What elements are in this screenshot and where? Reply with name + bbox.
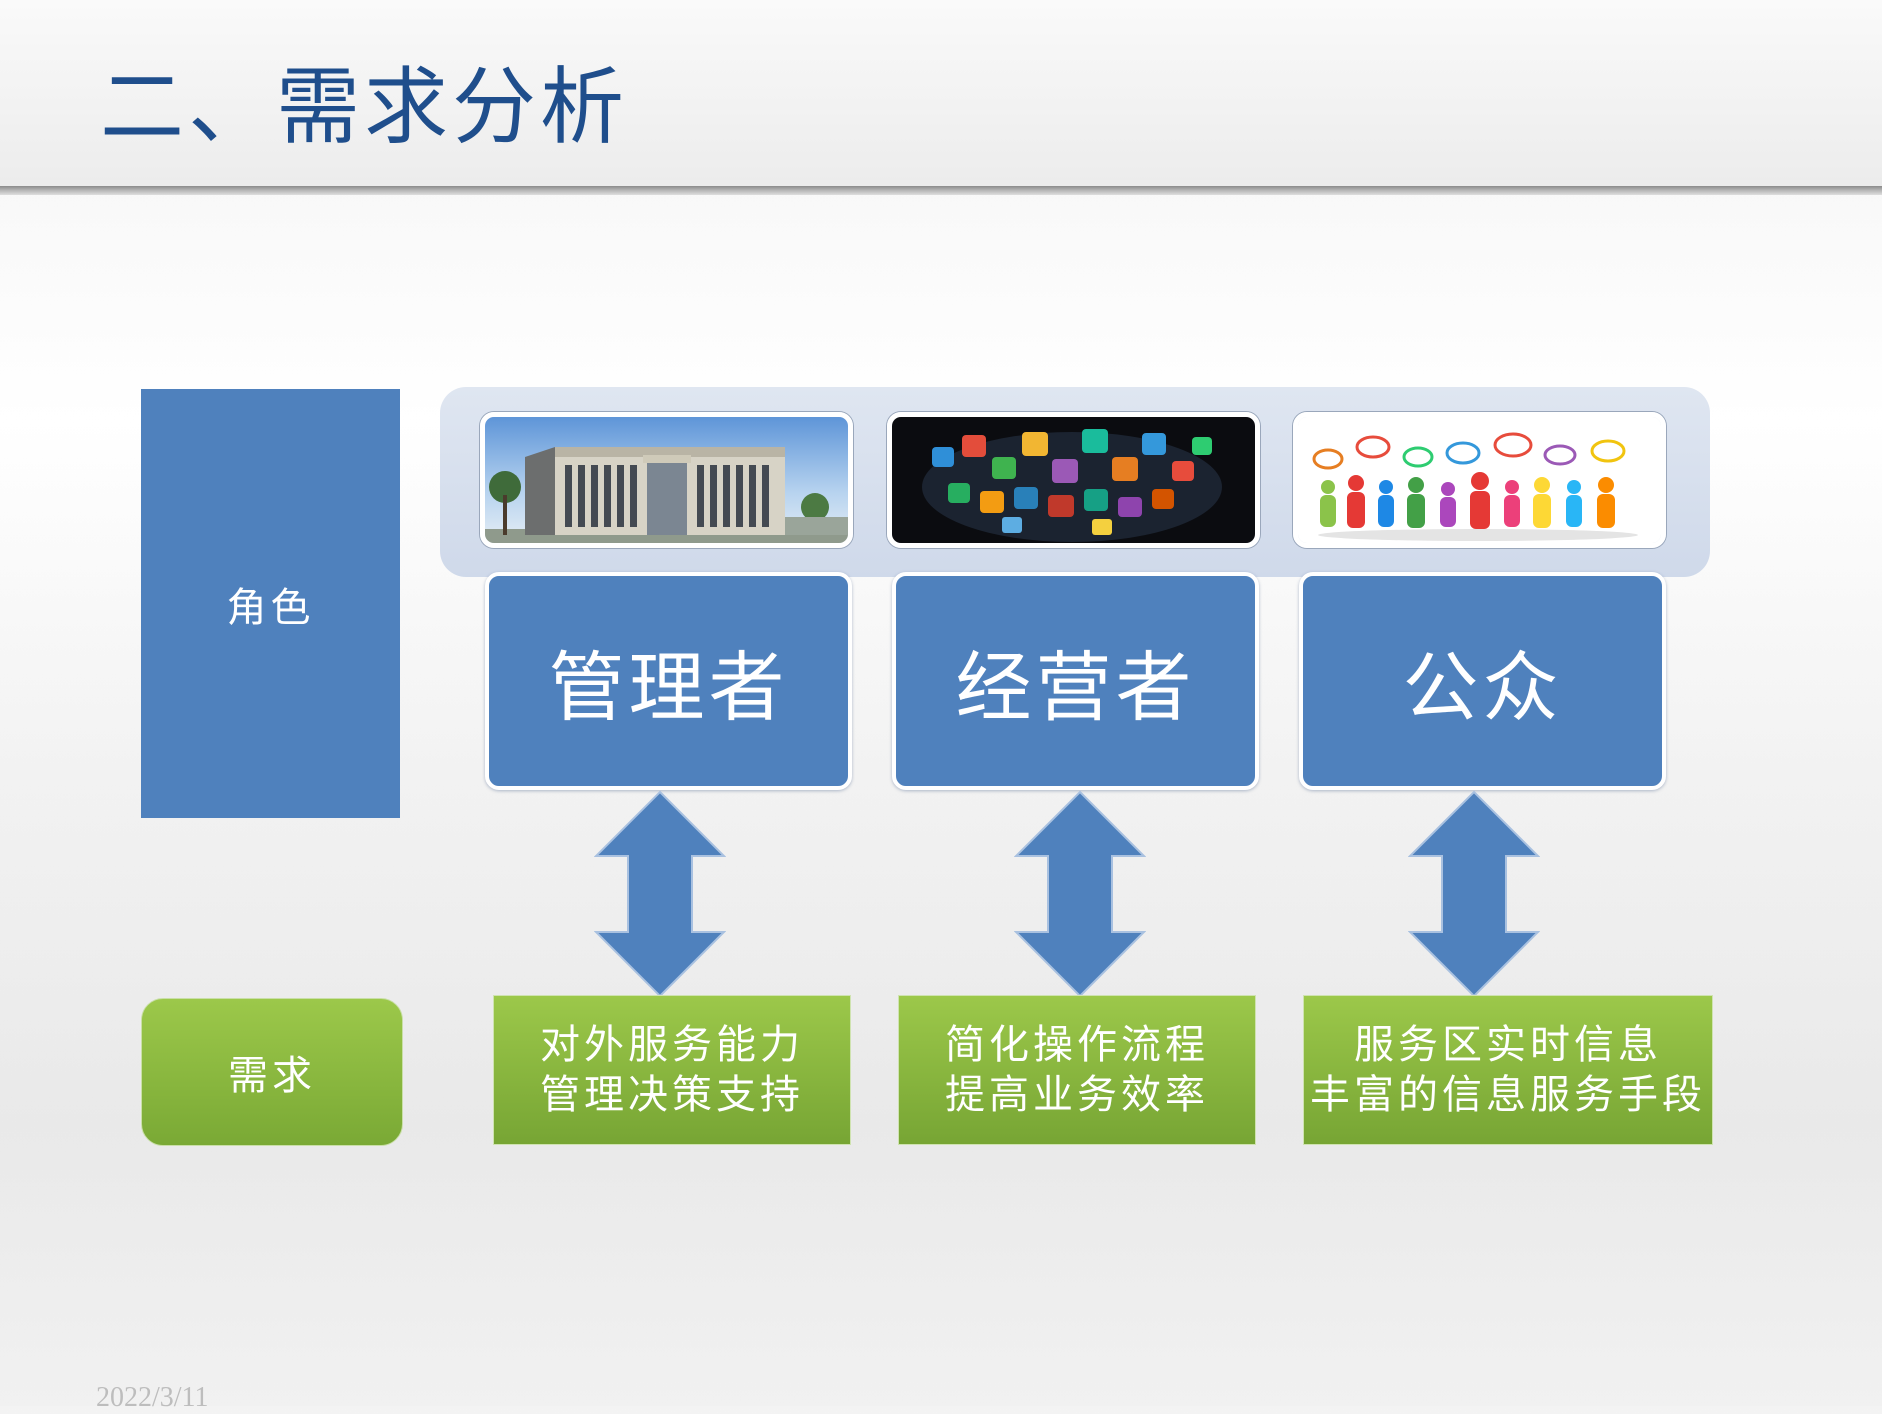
need-line: 管理决策支持: [540, 1072, 804, 1118]
government-building-image: [480, 412, 853, 548]
people-speech-bubbles-image: [1293, 412, 1666, 548]
double-arrow-icon: [594, 790, 726, 998]
need-line: 丰富的信息服务手段: [1310, 1072, 1706, 1118]
role-name: 管理者: [548, 643, 789, 732]
need-line: 简化操作流程: [945, 1022, 1209, 1068]
double-arrow-icon: [1014, 790, 1146, 998]
role-name: 公众: [1402, 643, 1563, 732]
need-box-public: 服务区实时信息 丰富的信息服务手段: [1303, 995, 1713, 1145]
need-line: 对外服务能力: [540, 1022, 804, 1068]
footer-date: 2022/3/11: [96, 1382, 209, 1413]
need-box-operator: 简化操作流程 提高业务效率: [898, 995, 1256, 1145]
need-row-label-text: 需求: [228, 1053, 316, 1099]
role-row-label-text: 角色: [226, 584, 315, 631]
need-box-manager: 对外服务能力 管理决策支持: [493, 995, 851, 1145]
need-line: 服务区实时信息: [1354, 1022, 1662, 1068]
app-icons-image: [887, 412, 1260, 548]
role-box-manager: 管理者: [485, 572, 852, 790]
double-arrow-icon: [1408, 790, 1540, 998]
role-box-public: 公众: [1299, 572, 1666, 790]
role-name: 经营者: [955, 643, 1196, 732]
need-row-label: 需求: [141, 998, 403, 1146]
slide-title: 二、需求分析: [100, 58, 629, 156]
header-divider: [0, 186, 1882, 195]
role-row-label: 角色: [141, 389, 400, 818]
slide-header: 二、需求分析: [0, 0, 1882, 186]
need-line: 提高业务效率: [945, 1072, 1209, 1118]
role-box-operator: 经营者: [892, 572, 1259, 790]
